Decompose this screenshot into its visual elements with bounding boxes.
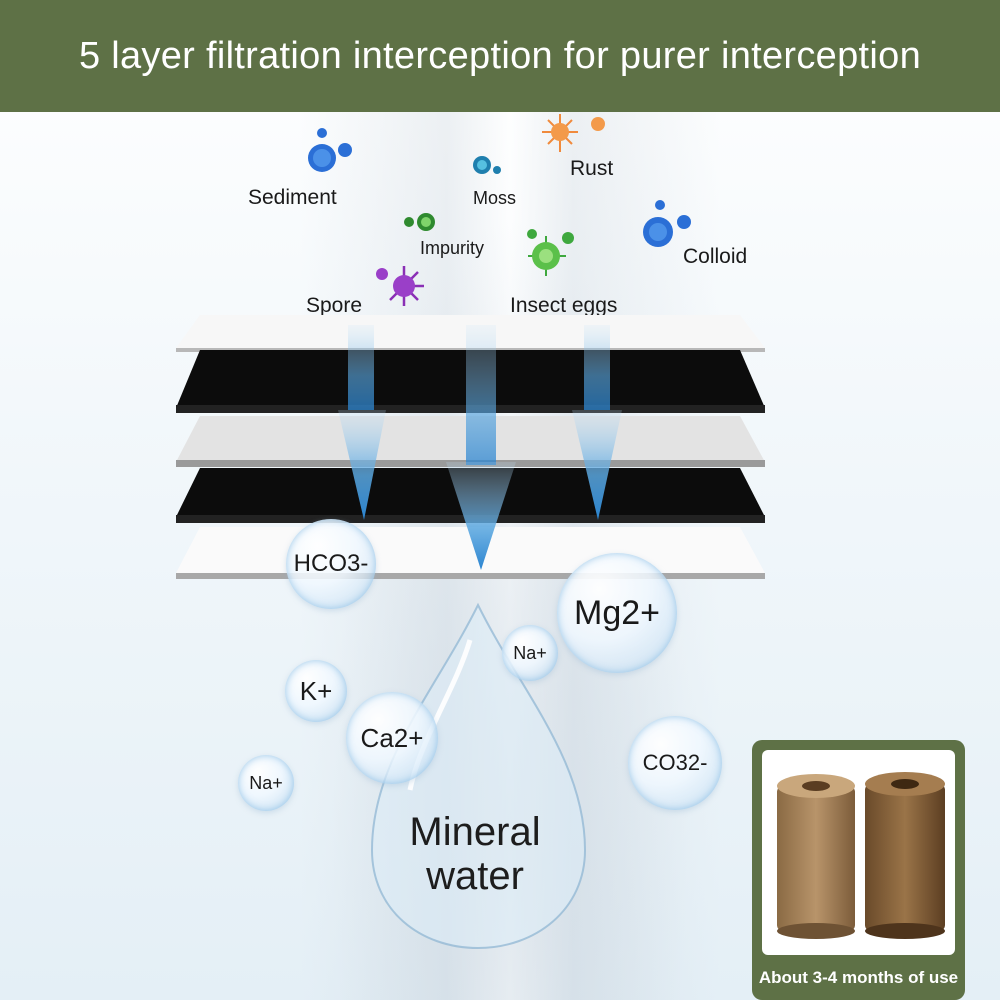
bubble-na-left: Na+ [238,755,294,811]
rust-label: Rust [570,157,614,180]
moss-germ-icon [473,156,501,174]
sediment-label: Sediment [248,186,337,209]
used-filter-cartridges-image [777,772,945,939]
mineral-water-line2: water [426,854,524,898]
bubble-label: HCO3- [293,550,369,577]
bubble-hco3: HCO3- [286,519,376,609]
insect-eggs-label: Insect eggs [510,294,618,317]
bubble-label: Mg2+ [574,593,660,632]
used-cartridge-inset: About 3-4 months of use [752,740,965,1000]
bubble-label: Ca2+ [360,722,424,753]
bubble-label: Na+ [249,772,283,793]
mineral-water-label: Mineral water [380,810,570,898]
mineral-water-line1: Mineral [409,810,541,854]
insect-eggs-germ-icon [527,229,574,276]
spore-label: Spore [306,294,363,317]
bubble-ca2: Ca2+ [346,692,438,784]
bubble-label: CO32- [642,750,708,775]
bubble-label: Na+ [513,642,547,663]
moss-label: Moss [473,188,517,208]
bubble-mg2: Mg2+ [557,553,677,673]
colloid-label: Colloid [683,245,748,268]
cartridge-photo [762,750,955,955]
impurity-label: Impurity [420,238,485,258]
header-banner: 5 layer filtration interception for pure… [0,0,1000,112]
colloid-germ-icon [643,200,691,247]
filter-flow-arrows [338,325,622,570]
bubble-na-right: Na+ [502,625,558,681]
rust-germ-icon [542,114,605,152]
bubble-k: K+ [285,660,347,722]
inset-caption: About 3-4 months of use [758,968,959,987]
page-title: 5 layer filtration interception for pure… [78,34,922,77]
bubble-label: K+ [299,675,333,706]
bubble-co32: CO32- [628,716,722,810]
sediment-germ-icon [308,128,352,172]
impurity-germ-icon [404,213,435,231]
spore-germ-icon [376,266,424,306]
